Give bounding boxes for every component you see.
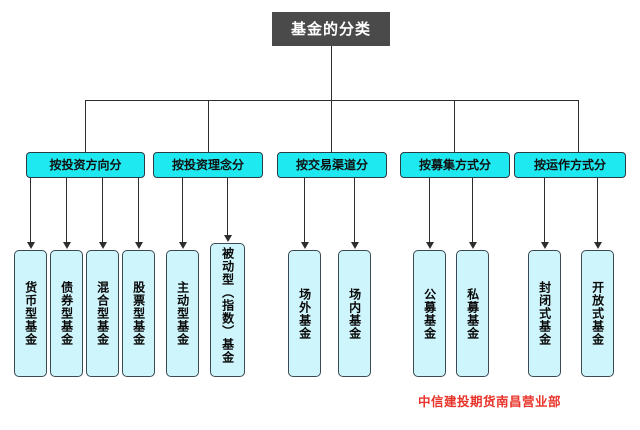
footer-branch-label: 中信建投期货南昌营业部 [418, 394, 562, 409]
leaf-arrow-line-4-1 [429, 178, 430, 242]
arrow-head-icon [594, 242, 602, 249]
arrow-head-icon [224, 235, 232, 242]
category-drop-line-4 [454, 100, 455, 152]
category-box-trading-channel[interactable]: 按交易渠道分 [277, 152, 387, 178]
diagram-title-box: 基金的分类 [272, 12, 390, 46]
leaf-box-hybrid-fund[interactable]: 混合型基金 [86, 250, 119, 377]
leaf-arrow-line-4-2 [472, 178, 473, 242]
leaf-label: 开放式基金 [590, 281, 605, 346]
arrow-head-icon [99, 242, 107, 249]
arrow-head-icon [135, 242, 143, 249]
leaf-label: 货币型基金 [23, 281, 38, 346]
category-drop-line-2 [208, 100, 209, 152]
leaf-label: 主动型基金 [175, 281, 190, 346]
leaf-box-equity-fund[interactable]: 股票型基金 [122, 250, 155, 377]
category-label: 按投资理念分 [171, 158, 244, 172]
category-box-fundraising-method[interactable]: 按募集方式分 [400, 152, 510, 178]
leaf-label: 股票型基金 [131, 281, 146, 346]
arrow-head-icon [63, 242, 71, 249]
leaf-label: 债券型基金 [59, 281, 74, 346]
leaf-box-money-market-fund[interactable]: 货币型基金 [14, 250, 47, 377]
leaf-box-closed-end-fund[interactable]: 封闭式基金 [528, 250, 561, 377]
leaf-box-open-end-fund[interactable]: 开放式基金 [581, 250, 614, 377]
category-box-investment-direction[interactable]: 按投资方向分 [26, 152, 145, 178]
category-drop-line-3 [331, 100, 332, 152]
leaf-arrow-line-3-2 [354, 178, 355, 242]
arrow-head-icon [27, 242, 35, 249]
category-box-investment-philosophy[interactable]: 按投资理念分 [153, 152, 263, 178]
arrow-head-icon [469, 242, 477, 249]
leaf-arrow-line-1-1 [30, 178, 31, 242]
leaf-arrow-line-2-2 [227, 178, 228, 235]
leaf-arrow-line-3-1 [304, 178, 305, 242]
arrow-head-icon [351, 242, 359, 249]
leaf-arrow-line-1-2 [66, 178, 67, 242]
leaf-arrow-line-1-4 [138, 178, 139, 242]
leaf-label: 混合型基金 [95, 281, 110, 346]
category-label: 按交易渠道分 [295, 158, 368, 172]
leaf-label: 被动型（指数）基金 [220, 247, 235, 364]
arrow-head-icon [301, 242, 309, 249]
page-title: 基金的分类 [290, 19, 371, 38]
leaf-box-otc-fund[interactable]: 场外基金 [288, 250, 321, 377]
category-label: 按募集方式分 [418, 158, 491, 172]
leaf-box-public-offering-fund[interactable]: 公募基金 [413, 250, 446, 377]
leaf-label: 私募基金 [465, 287, 480, 340]
leaf-box-private-offering-fund[interactable]: 私募基金 [456, 250, 489, 377]
leaf-box-bond-fund[interactable]: 债券型基金 [50, 250, 83, 377]
arrow-head-icon [541, 242, 549, 249]
leaf-box-exchange-traded-fund[interactable]: 场内基金 [338, 250, 371, 377]
leaf-label: 封闭式基金 [537, 281, 552, 346]
leaf-label: 公募基金 [422, 287, 437, 340]
category-label: 按运作方式分 [533, 158, 606, 172]
category-drop-line-1 [85, 100, 86, 152]
leaf-label: 场内基金 [347, 287, 362, 340]
category-box-operation-method[interactable]: 按运作方式分 [514, 152, 626, 178]
leaf-box-active-fund[interactable]: 主动型基金 [166, 250, 199, 377]
arrow-head-icon [426, 242, 434, 249]
title-stem-line [331, 46, 332, 100]
leaf-arrow-line-5-2 [597, 178, 598, 242]
leaf-box-passive-index-fund[interactable]: 被动型（指数）基金 [210, 243, 245, 377]
leaf-label: 场外基金 [297, 287, 312, 340]
leaf-arrow-line-1-3 [102, 178, 103, 242]
leaf-arrow-line-2-1 [182, 178, 183, 242]
leaf-arrow-line-5-1 [544, 178, 545, 242]
category-label: 按投资方向分 [49, 158, 122, 172]
category-drop-line-5 [578, 100, 579, 152]
arrow-head-icon [179, 242, 187, 249]
